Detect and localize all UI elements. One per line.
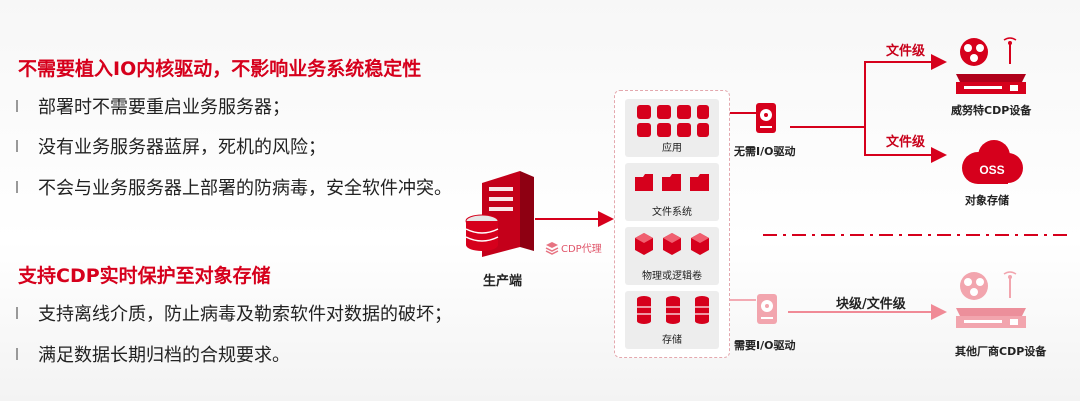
cdp-device-icon — [952, 36, 1032, 98]
other-device-label: 其他厂商CDP设备 — [955, 345, 1047, 358]
bullet-marker — [16, 181, 18, 193]
bullet-item: 部署时不需要重启业务服务器； — [16, 93, 290, 119]
other-cdp-device-icon — [952, 270, 1032, 332]
layers-icon — [545, 241, 559, 255]
heading-no-io-driver: 不需要植入IO内核驱动，不影响业务系统稳定性 — [18, 58, 422, 80]
block-file-level-label: 块级/文件级 — [836, 297, 906, 312]
object-storage-label: 对象存储 — [965, 194, 1009, 207]
bullet-text: 不会与业务服务器上部署的防病毒，安全软件冲突。 — [38, 178, 452, 199]
producer-server-icon — [462, 165, 542, 265]
oss-text: OSS — [979, 163, 1004, 177]
bullet-item: 支持离线介质，防止病毒及勒索软件对数据的破坏； — [16, 300, 452, 326]
stack-card-filesystem: 文件系统 — [625, 163, 719, 221]
bullet-marker — [16, 140, 18, 152]
cdp-agent-badge: CDP代理 — [545, 240, 602, 255]
stack-label-app: 应用 — [662, 143, 682, 154]
bullet-marker — [16, 348, 18, 360]
heading-cdp-object-storage: 支持CDP实时保护至对象存储 — [18, 265, 271, 287]
file-level-arrow-bottom — [864, 127, 947, 163]
cdp-agent-label: CDP代理 — [561, 244, 602, 255]
bullet-text: 支持离线介质，防止病毒及勒索软件对数据的破坏； — [38, 304, 452, 325]
file-level-label-bottom: 文件级 — [886, 135, 926, 150]
stack-label-storage: 存储 — [662, 335, 682, 346]
cube-icons — [635, 233, 709, 255]
stack-card-storage: 存储 — [625, 291, 719, 349]
stack-card-app: 应用 — [625, 99, 719, 157]
cloud-storage-icon: OSS — [958, 138, 1026, 188]
hard-disk-icon-faded — [757, 294, 777, 324]
bullet-text: 没有业务服务器蓝屏，死机的风险； — [38, 137, 326, 158]
bullet-marker — [16, 307, 18, 319]
producer-label: 生产端 — [483, 274, 523, 289]
file-level-arrow-top — [790, 54, 947, 128]
hard-disk-icon — [756, 103, 776, 133]
no-io-driver-label: 无需I/O驱动 — [734, 145, 796, 158]
weinute-device-label: 威努特CDP设备 — [951, 104, 1032, 117]
bullet-text: 部署时不需要重启业务服务器； — [38, 97, 290, 118]
bullet-item: 不会与业务服务器上部署的防病毒，安全软件冲突。 — [16, 174, 452, 200]
database-icons — [637, 296, 709, 324]
software-stack-panel: 应用 文件系统 物理或逻辑卷 — [614, 90, 730, 358]
stack-card-volume: 物理或逻辑卷 — [625, 227, 719, 285]
stack-label-filesystem: 文件系统 — [652, 207, 692, 218]
bullet-marker — [16, 100, 18, 112]
bullet-text: 满足数据长期归档的合规要求。 — [38, 345, 290, 366]
need-io-driver-label: 需要I/O驱动 — [734, 339, 796, 352]
bullet-item: 满足数据长期归档的合规要求。 — [16, 341, 290, 367]
stack-label-volume: 物理或逻辑卷 — [642, 271, 702, 282]
app-icons — [637, 105, 709, 137]
bullet-item: 没有业务服务器蓝屏，死机的风险； — [16, 133, 326, 159]
file-level-label-top: 文件级 — [886, 44, 926, 59]
folder-icons — [635, 174, 709, 191]
